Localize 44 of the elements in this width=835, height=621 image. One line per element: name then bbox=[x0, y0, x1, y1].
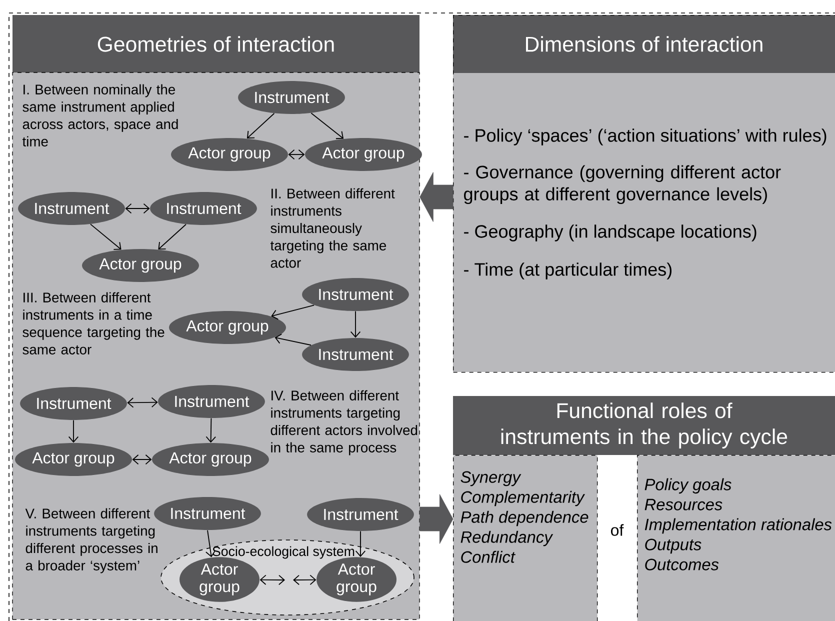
ellipse-node: Actor group bbox=[305, 138, 422, 171]
arrow bbox=[158, 224, 186, 250]
arrow bbox=[350, 310, 361, 338]
ellipse-node: Actor group bbox=[180, 557, 260, 602]
ellipse-node: Instrument bbox=[150, 192, 257, 225]
arrow bbox=[206, 418, 216, 443]
arrow bbox=[68, 420, 79, 443]
description-text: II. Between different instruments simultaneously targeting the same actor bbox=[270, 188, 395, 268]
header-band: Geometries of interaction bbox=[12, 15, 420, 73]
arrow bbox=[125, 203, 150, 214]
ellipse-node: Actor group bbox=[82, 249, 199, 282]
arrow bbox=[127, 397, 158, 408]
panel: Functional roles of instruments in the policy cycle bbox=[453, 396, 835, 455]
arrow bbox=[271, 304, 315, 320]
ellipse-node: Instrument bbox=[307, 498, 414, 531]
ellipse-node: Actor group bbox=[169, 311, 286, 344]
description-text: IV. Between different instruments targeting different actors involved in the same process bbox=[270, 390, 418, 456]
ellipse-node: Actor group bbox=[152, 443, 269, 476]
block-arrow bbox=[420, 172, 454, 222]
arrow bbox=[132, 454, 152, 465]
arrow bbox=[90, 224, 122, 250]
arrow bbox=[274, 334, 312, 346]
list-box: Policy goals Resources Implementation rationales Outputs Outcomes bbox=[637, 455, 835, 621]
ellipse-node: Instrument bbox=[302, 338, 409, 371]
arrow bbox=[310, 112, 344, 140]
arrow bbox=[260, 574, 285, 586]
ellipse-node: Instrument bbox=[302, 278, 409, 311]
ellipse-node: Instrument bbox=[18, 192, 125, 225]
ellipse-node: Actor group bbox=[15, 443, 132, 476]
ellipse-node: Instrument bbox=[20, 387, 127, 420]
block-arrow bbox=[420, 494, 454, 544]
ellipse-node: Instrument bbox=[238, 81, 345, 114]
arrow bbox=[288, 149, 305, 160]
connector-word: of bbox=[611, 524, 624, 536]
arrow bbox=[246, 112, 275, 138]
ellipse-node: Instrument bbox=[158, 385, 265, 418]
ellipse-node: Actor group bbox=[171, 138, 288, 171]
arrow bbox=[293, 574, 316, 586]
panel: Dimensions of interaction - Policy ‘spaces’ (‘action situations’ with rules) - Governance (governing different actor groups at different governance levels) - Geography (in landscape locations) - Time (at particular times) bbox=[453, 15, 835, 373]
list-box: Synergy Complementarity Path dependence Redundancy Conflict bbox=[453, 455, 598, 621]
ellipse-node: Instrument bbox=[154, 497, 261, 530]
arrow bbox=[205, 530, 216, 558]
description-text: III. Between different instruments in a time sequence targeting the same actor bbox=[22, 292, 164, 354]
arrow bbox=[355, 530, 366, 557]
